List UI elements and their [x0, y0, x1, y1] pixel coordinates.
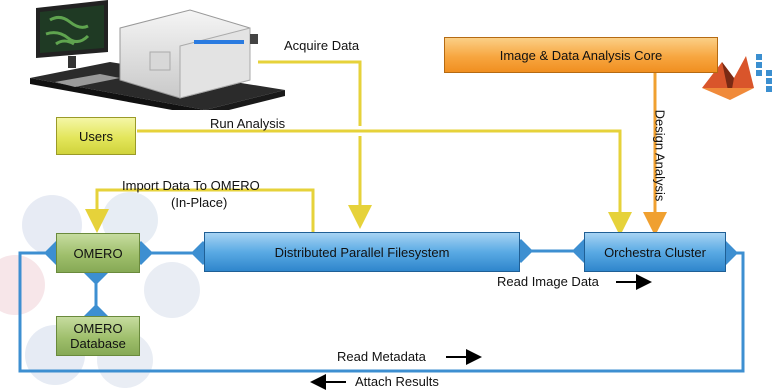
orchestra-cluster-node: Orchestra Cluster: [584, 232, 726, 272]
filesystem-node: Distributed Parallel Filesystem: [204, 232, 520, 272]
microscope-workstation-illustration: [30, 0, 285, 110]
import-data-line: [85, 188, 315, 233]
users-node: Users: [56, 117, 136, 155]
attach-results-label: Attach Results: [355, 374, 439, 389]
analysis-software-logos: [702, 54, 772, 100]
analysis-core-node: Image & Data Analysis Core: [444, 37, 718, 73]
acquire-data-label: Acquire Data: [284, 38, 360, 53]
import-data-label: Import Data To OMERO: [122, 178, 260, 193]
read-metadata-label: Read Metadata: [337, 349, 426, 364]
read-image-data-label: Read Image Data: [497, 274, 599, 289]
design-analysis-label: Design Analysis: [652, 109, 668, 202]
acquire-data-line: [258, 60, 362, 126]
metadata-loop-line: [18, 241, 745, 373]
omero-database-node: OMERO Database: [56, 316, 140, 356]
omero-node: OMERO: [56, 233, 140, 273]
run-analysis-label: Run Analysis: [210, 116, 286, 131]
in-place-label: (In-Place): [171, 195, 228, 210]
run-analysis-line: [137, 129, 632, 236]
